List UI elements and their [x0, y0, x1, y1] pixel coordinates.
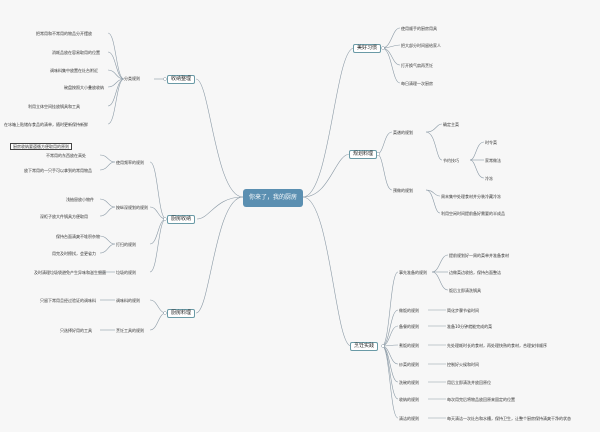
leaf[interactable]: 在冰箱上贴储存食品的清单，随时更新保持新鲜: [4, 122, 88, 127]
leaf[interactable]: 准备10分钟就能完成的菜: [447, 324, 493, 329]
subtopic[interactable]: 分类规则: [124, 76, 140, 81]
subtopic[interactable]: 菜谱的规划: [393, 130, 413, 135]
leaf[interactable]: 只留下常用且经过验证的调味料: [40, 298, 96, 303]
leaf[interactable]: 确定主菜: [443, 122, 459, 127]
leaf[interactable]: 周末集中处理食材并分装冷藏冷冻: [441, 194, 501, 199]
leaf[interactable]: 浅抽屉放小物件: [66, 197, 94, 202]
subtopic[interactable]: 调味料的规则: [116, 298, 140, 303]
leaf[interactable]: 家常做法: [485, 158, 501, 163]
leaf[interactable]: 先处理耗时长的食材，再处理快熟的食材，合理安排顺序: [447, 343, 547, 348]
leaf[interactable]: 消耗品放在容易取用的位置: [52, 50, 100, 55]
leaf[interactable]: 及时清理垃圾袋避免产生异味和滋生细菌: [34, 270, 106, 275]
callout-box[interactable]: 厨房收纳要遵循方便取用的原则: [10, 143, 72, 150]
leaf[interactable]: 只选择好用的工具: [60, 328, 92, 333]
subtopic[interactable]: 烹饪工具的规则: [116, 328, 144, 333]
subtopic[interactable]: 备餐的规则: [399, 324, 419, 329]
branch-storage[interactable]: 收纳整理: [167, 75, 196, 84]
branch-plan-cooking[interactable]: 规划料理: [349, 150, 378, 159]
leaf[interactable]: 边做菜边收拾，保持台面整洁: [449, 270, 501, 275]
central-topic[interactable]: 你来了，我的厨房: [243, 189, 303, 207]
leaf[interactable]: 把常用和不常用的物品分开摆放: [36, 31, 92, 36]
leaf[interactable]: 每次用完后将物品放回原来固定的位置: [447, 397, 515, 402]
subtopic[interactable]: 炒菜的规则: [399, 362, 419, 367]
leaf[interactable]: 使用顺手的厨房用具: [401, 26, 437, 31]
leaf[interactable]: 每日清理一次厨房: [401, 81, 433, 86]
subtopic[interactable]: 事先准备的规则: [399, 270, 427, 275]
subtopic[interactable]: 煮饭的规则: [399, 343, 419, 348]
leaf[interactable]: 把大部分时间留给家人: [401, 43, 441, 48]
leaf[interactable]: 利用空闲时间提前备好需要的半成品: [441, 211, 505, 216]
leaf[interactable]: 用后立即清洗并放回原位: [447, 380, 491, 385]
subtopic[interactable]: 垃圾的规则: [116, 270, 136, 275]
branch-good-habits[interactable]: 美好习惯: [353, 44, 382, 53]
leaf[interactable]: 每天清洁一次灶台和水槽，保持卫生，让整个厨房保持清爽干净的状态: [447, 416, 571, 421]
subtopic[interactable]: 做饭的规则: [399, 308, 419, 313]
leaf[interactable]: 饭后立即清洗锅具: [449, 288, 481, 293]
subtopic[interactable]: 打扫的规则: [116, 242, 136, 247]
subtopic[interactable]: 节约技巧: [443, 158, 459, 163]
leaf[interactable]: 放下常用的一只手可以拿到的常用物品: [24, 168, 92, 173]
leaf[interactable]: 控制好火候和时间: [447, 362, 479, 367]
leaf[interactable]: 提前规划好一周的菜单并准备食材: [449, 253, 509, 258]
leaf[interactable]: 简化步骤节省时间: [447, 308, 479, 313]
leaf[interactable]: 利用立体空间挂放锅具和工具: [28, 104, 80, 109]
branch-kitchen-cooking[interactable]: 厨房料理: [167, 309, 196, 318]
leaf[interactable]: 保持台面清爽不堆积杂物: [56, 234, 100, 239]
branch-kitchen-storage[interactable]: 厨房收纳: [167, 215, 196, 224]
leaf[interactable]: 用完及时擦拭，会更省力: [52, 251, 96, 256]
subtopic[interactable]: 收纳的规则: [399, 397, 419, 402]
leaf[interactable]: 打开换气扇再烹饪: [401, 63, 433, 68]
subtopic[interactable]: 清洁的规则: [399, 416, 419, 421]
branch-practice[interactable]: 烹饪实践: [350, 342, 379, 351]
subtopic[interactable]: 洗碗的规则: [399, 380, 419, 385]
subtopic[interactable]: 预做的规划: [393, 188, 413, 193]
leaf[interactable]: 时令菜: [485, 140, 497, 145]
leaf[interactable]: 不常用的东西放在高处: [46, 153, 86, 158]
subtopic[interactable]: 使用频率的规则: [116, 160, 144, 165]
leaf[interactable]: 深柜子放大件锅具方便取用: [40, 214, 88, 219]
leaf[interactable]: 冷冻: [485, 176, 493, 181]
subtopic[interactable]: 按纵深规划的规则: [116, 205, 148, 210]
leaf[interactable]: 碗盘按照大小叠放收纳: [64, 85, 104, 90]
leaf[interactable]: 调味料集中放置在灶台附近: [50, 68, 98, 73]
